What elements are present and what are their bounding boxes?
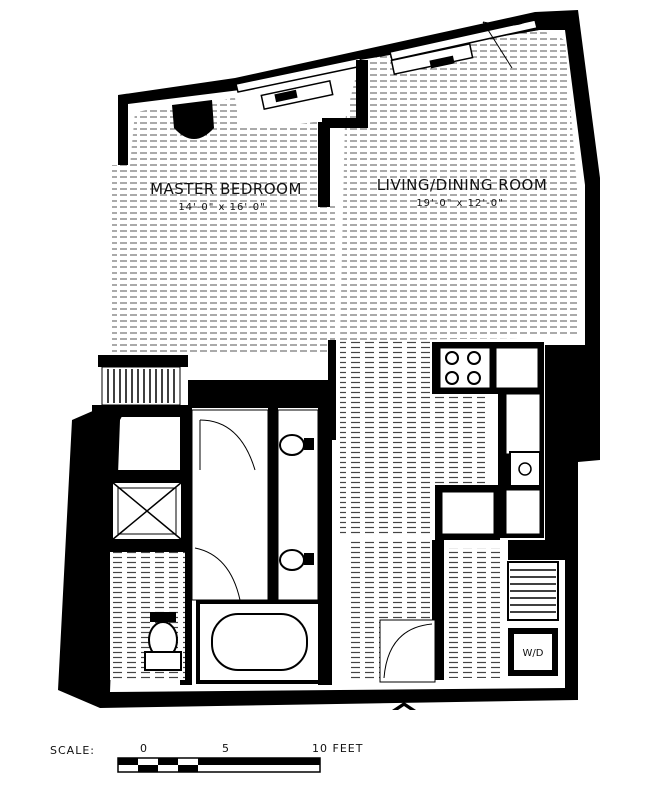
wc-area — [110, 552, 185, 680]
door-swing-top — [482, 17, 531, 69]
toilet — [150, 612, 176, 622]
windows — [235, 19, 538, 111]
living-dining-name: LIVING/DINING ROOM — [377, 176, 548, 194]
washer-dryer: W/D — [508, 628, 558, 676]
scale-tick-0: 0 — [140, 742, 148, 755]
living-dining-area — [340, 30, 578, 680]
master-bedroom-name: MASTER BEDROOM — [150, 180, 302, 198]
shower — [111, 481, 183, 541]
pantry-shelving — [507, 561, 559, 621]
master-bedroom-area — [112, 98, 335, 360]
bathtub — [196, 600, 322, 684]
column — [172, 100, 214, 139]
closet-shelving — [101, 366, 181, 406]
entry-arrow-icon — [392, 702, 416, 710]
cooktop-burner — [445, 371, 459, 385]
sink — [279, 434, 305, 456]
kitchen — [432, 342, 544, 540]
scale-label: SCALE: — [50, 744, 95, 757]
bath-walls — [92, 340, 336, 685]
scale-tick-10: 10 FEET — [312, 742, 363, 755]
washer-dryer-label: W/D — [523, 648, 544, 659]
bathroom — [191, 409, 319, 601]
sink — [279, 549, 305, 571]
cooktop-burner — [467, 351, 481, 365]
master-bedroom-dimensions: 14'-0" x 16'-0" — [178, 202, 265, 213]
scale-bar: SCALE: 0 5 10 FEET — [50, 742, 363, 773]
foyer — [379, 540, 444, 683]
cooktop-burner — [445, 351, 459, 365]
living-dining-dimensions: 19'-0" x 12'-0" — [416, 198, 503, 209]
scale-tick-5: 5 — [222, 742, 230, 755]
partition-wall — [318, 60, 368, 207]
cooktop-burner — [467, 371, 481, 385]
